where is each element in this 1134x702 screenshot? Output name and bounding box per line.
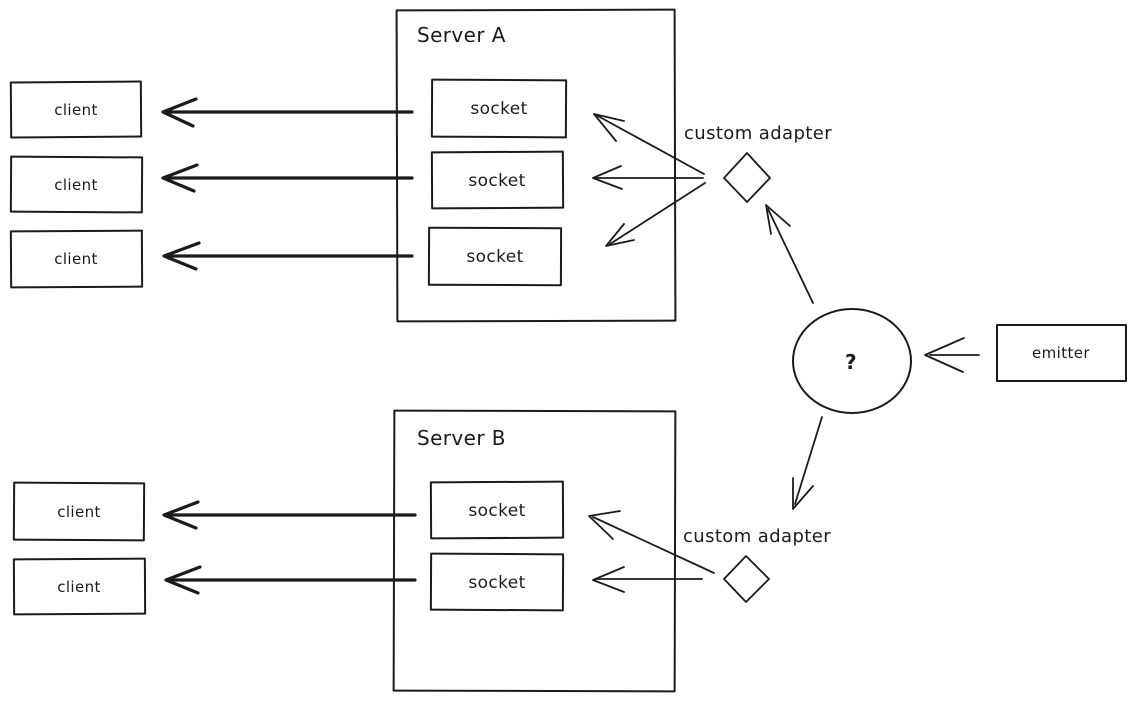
custom-adapter-bottom: custom adapter	[683, 526, 831, 603]
socket-box-b1: socket	[429, 480, 565, 540]
arrow-servera-to-client3	[162, 241, 414, 271]
question-hub: ?	[792, 308, 912, 414]
client-label: client	[57, 503, 101, 521]
socket-box-b2: socket	[429, 552, 565, 612]
client-label: client	[57, 578, 101, 596]
server-b: Server B socket socket	[392, 409, 677, 693]
arrow-servera-to-client1	[161, 97, 414, 128]
client-label: client	[54, 101, 98, 119]
server-b-box	[392, 409, 677, 693]
socket-label: socket	[468, 573, 525, 593]
arrow-adapter-to-socket-b1	[588, 510, 715, 574]
arrow-hub-to-adapter-top	[765, 204, 814, 304]
emitter-box	[996, 324, 1127, 382]
client-box-a2: client	[9, 155, 144, 214]
socket-label: socket	[468, 501, 525, 521]
diamond-icon	[723, 152, 771, 203]
arrow-adapter-to-socket-a1	[593, 113, 705, 175]
emitter: emitter	[996, 324, 1127, 382]
server-b-title: Server B	[417, 426, 506, 450]
arrow-emitter-to-hub	[924, 337, 980, 373]
client-box-a3: client	[9, 229, 144, 289]
diamond-icon	[723, 555, 770, 603]
arrow-adapter-to-socket-a3	[605, 182, 706, 247]
arrow-adapter-to-socket-b2	[592, 566, 703, 593]
server-a: Server A socket socket socket	[395, 8, 677, 323]
client-label: client	[54, 250, 98, 268]
client-box-b2: client	[12, 557, 147, 616]
socket-label: socket	[468, 171, 525, 191]
socket-box-a2: socket	[430, 150, 565, 210]
server-a-box	[395, 8, 677, 323]
custom-adapter-top-label: custom adapter	[684, 123, 832, 144]
arrow-hub-to-adapter-bottom	[792, 416, 823, 510]
socket-box-a1: socket	[430, 78, 568, 139]
emitter-label: emitter	[1032, 344, 1090, 362]
client-box-b1: client	[12, 481, 146, 542]
client-label: client	[54, 176, 98, 194]
socket-label: socket	[470, 99, 527, 119]
arrow-serverb-to-client2	[164, 565, 417, 595]
custom-adapter-bottom-label: custom adapter	[683, 526, 831, 547]
arrow-servera-to-client2	[161, 163, 414, 193]
socket-box-a3: socket	[427, 226, 563, 287]
arrow-serverb-to-client1	[162, 500, 417, 530]
arrow-adapter-to-socket-a2	[592, 165, 704, 190]
hub-label: ?	[845, 350, 857, 374]
hub-circle	[792, 308, 912, 414]
client-box-a1: client	[9, 80, 143, 139]
socket-label: socket	[466, 247, 523, 267]
custom-adapter-top: custom adapter	[684, 123, 832, 203]
server-a-title: Server A	[417, 23, 506, 47]
